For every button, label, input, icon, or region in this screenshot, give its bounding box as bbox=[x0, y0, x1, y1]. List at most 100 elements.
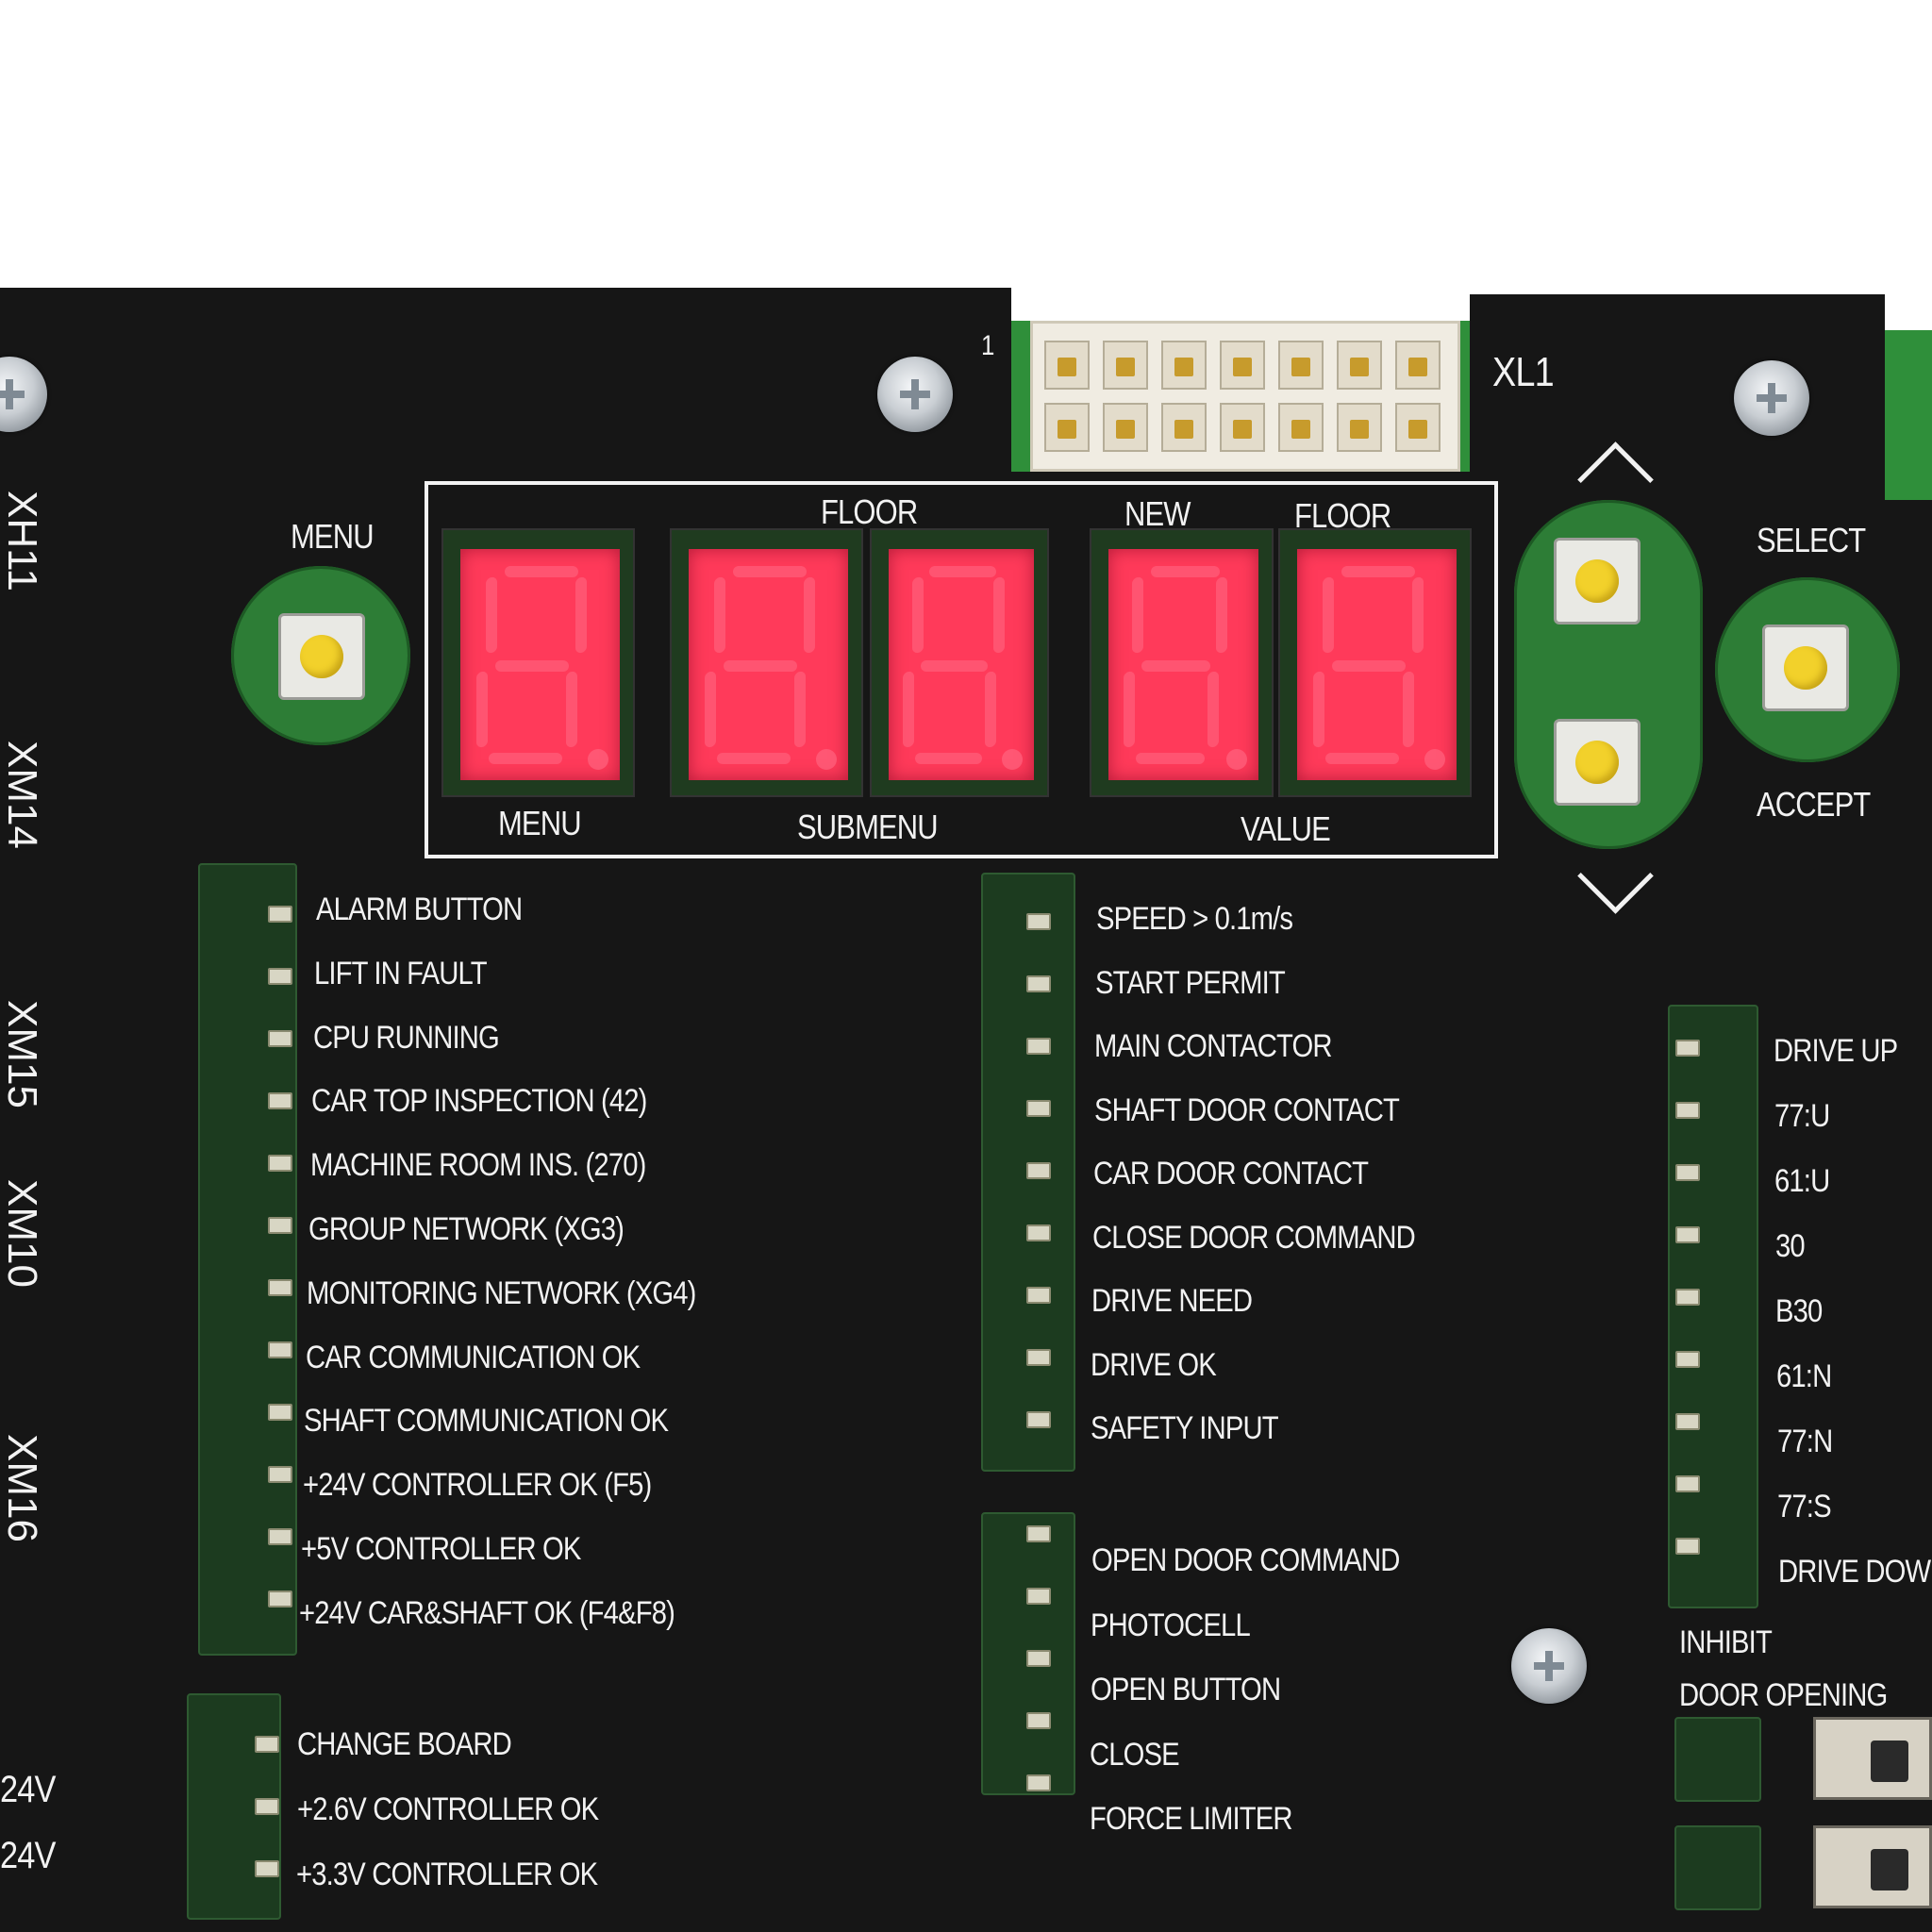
status-label: B30 bbox=[1775, 1293, 1823, 1329]
status-label: OPEN DOOR COMMAND bbox=[1091, 1542, 1400, 1578]
status-led bbox=[1675, 1413, 1700, 1430]
pcb-edge-right bbox=[1877, 330, 1932, 500]
connector-label: XL1 bbox=[1492, 349, 1555, 395]
status-led bbox=[1675, 1226, 1700, 1243]
voltage-label: 24V bbox=[0, 1769, 56, 1810]
side-label: XM14 bbox=[0, 741, 45, 849]
connector-pin bbox=[1103, 403, 1148, 452]
seven-segment-digit bbox=[889, 549, 1034, 780]
led-strip-right bbox=[1668, 1005, 1758, 1608]
status-led bbox=[1026, 1525, 1051, 1542]
status-label: GROUP NETWORK (XG3) bbox=[308, 1211, 625, 1247]
led-strip-door-1 bbox=[1674, 1717, 1761, 1802]
status-label: SPEED > 0.1m/s bbox=[1096, 901, 1293, 937]
status-label: +24V CAR&SHAFT OK (F4&F8) bbox=[299, 1594, 675, 1631]
status-led bbox=[268, 1155, 292, 1172]
status-led bbox=[1026, 1038, 1051, 1055]
status-led bbox=[268, 1404, 292, 1421]
status-led bbox=[1026, 1650, 1051, 1667]
connector-pin bbox=[1161, 403, 1207, 452]
up-button[interactable] bbox=[1554, 538, 1641, 625]
led-strip-left bbox=[198, 863, 297, 1656]
inhibit-switch[interactable] bbox=[1813, 1717, 1932, 1800]
status-label: MONITORING NETWORK (XG4) bbox=[307, 1274, 696, 1311]
accept-label: ACCEPT bbox=[1757, 785, 1871, 824]
status-label: DRIVE DOW bbox=[1777, 1554, 1931, 1590]
down-button[interactable] bbox=[1554, 719, 1641, 806]
status-label: SHAFT DOOR CONTACT bbox=[1093, 1091, 1400, 1128]
display-frame bbox=[425, 481, 1498, 858]
status-led bbox=[1026, 1224, 1051, 1241]
status-led bbox=[1675, 1102, 1700, 1119]
status-led bbox=[268, 1030, 292, 1047]
status-label: 61:N bbox=[1776, 1358, 1832, 1394]
status-label: LIFT IN FAULT bbox=[314, 955, 488, 991]
connector-pin bbox=[1337, 341, 1382, 390]
connector-pin bbox=[1278, 403, 1324, 452]
status-label: DRIVE NEED bbox=[1091, 1283, 1253, 1319]
digit-module bbox=[1090, 528, 1274, 797]
status-label: +5V CONTROLLER OK bbox=[301, 1531, 581, 1567]
connector-pin bbox=[1395, 403, 1441, 452]
display-floor-label: FLOOR bbox=[821, 492, 918, 531]
connector-pin bbox=[1220, 403, 1265, 452]
status-label: 77:U bbox=[1774, 1098, 1830, 1134]
status-label: CLOSE bbox=[1090, 1736, 1180, 1773]
status-label: MACHINE ROOM INS. (270) bbox=[309, 1147, 646, 1184]
status-led bbox=[255, 1798, 279, 1815]
status-label: +24V CONTROLLER OK (F5) bbox=[302, 1467, 652, 1504]
status-label: CPU RUNNING bbox=[312, 1019, 500, 1056]
select-accept-button[interactable] bbox=[1762, 625, 1849, 711]
status-led bbox=[1026, 1100, 1051, 1117]
status-led bbox=[1026, 1712, 1051, 1729]
voltage-label: 24V bbox=[0, 1835, 56, 1876]
connector-pin bbox=[1220, 341, 1265, 390]
status-label: 77:S bbox=[1777, 1489, 1832, 1524]
status-led bbox=[255, 1736, 279, 1753]
status-label: ALARM BUTTON bbox=[316, 891, 523, 927]
digit-module bbox=[670, 528, 863, 797]
screw bbox=[1511, 1628, 1587, 1704]
door-opening-label: DOOR OPENING bbox=[1679, 1677, 1888, 1713]
inhibit-label: INHIBIT bbox=[1679, 1624, 1773, 1660]
display-new-label: NEW bbox=[1124, 494, 1191, 533]
status-label: PHOTOCELL bbox=[1091, 1607, 1251, 1643]
side-label: XM15 bbox=[0, 1000, 45, 1108]
connector-pin1-label: 1 bbox=[981, 330, 994, 361]
menu-button[interactable] bbox=[278, 613, 365, 700]
status-led bbox=[268, 1341, 292, 1358]
front-panel-far-right bbox=[1885, 500, 1932, 1932]
seven-segment-digit bbox=[1108, 549, 1258, 780]
display-submenu-label: SUBMENU bbox=[797, 808, 939, 846]
status-label: OPEN BUTTON bbox=[1090, 1672, 1281, 1707]
status-led bbox=[1026, 1774, 1051, 1791]
digit-module bbox=[441, 528, 635, 797]
status-led bbox=[268, 1466, 292, 1483]
status-label: 77:N bbox=[1776, 1424, 1833, 1459]
digit-module bbox=[870, 528, 1049, 797]
status-label: CLOSE DOOR COMMAND bbox=[1092, 1219, 1416, 1256]
status-label: CAR DOOR CONTACT bbox=[1092, 1156, 1369, 1191]
status-label: MAIN CONTACTOR bbox=[1094, 1028, 1333, 1064]
door-opening-switch[interactable] bbox=[1813, 1825, 1932, 1908]
status-led bbox=[1675, 1164, 1700, 1181]
status-led bbox=[1026, 1588, 1051, 1605]
status-led bbox=[1026, 1162, 1051, 1179]
screw bbox=[1734, 360, 1809, 436]
status-led bbox=[1026, 1287, 1051, 1304]
digit-module bbox=[1278, 528, 1472, 797]
display-menu-label: MENU bbox=[498, 804, 582, 842]
connector-pin bbox=[1395, 341, 1441, 390]
connector-pin bbox=[1103, 341, 1148, 390]
status-label: CHANGE BOARD bbox=[297, 1726, 512, 1762]
status-led bbox=[1026, 975, 1051, 992]
status-label: 61:U bbox=[1774, 1163, 1830, 1199]
status-led bbox=[1026, 1349, 1051, 1366]
select-label: SELECT bbox=[1757, 521, 1866, 559]
up-down-button-housing bbox=[1514, 500, 1703, 849]
status-led bbox=[1675, 1040, 1700, 1057]
side-label: XM10 bbox=[0, 1179, 45, 1288]
background bbox=[0, 0, 1932, 288]
side-label: XM16 bbox=[0, 1434, 45, 1542]
side-label: XH11 bbox=[0, 491, 45, 591]
